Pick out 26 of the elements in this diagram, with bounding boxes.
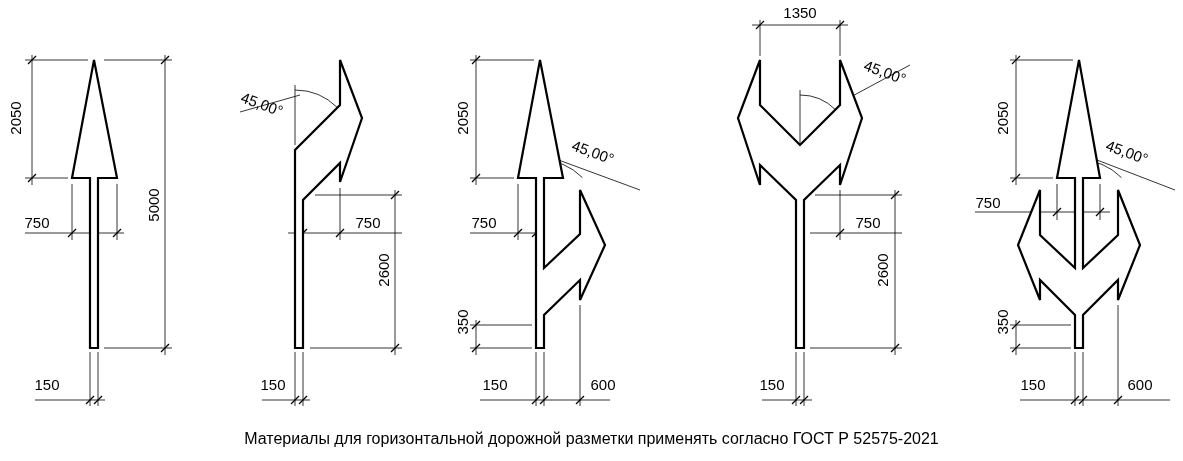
dimension-value: 2600 xyxy=(874,253,890,287)
dimension-value: 5000 xyxy=(145,188,161,222)
dimension-value: 750 xyxy=(471,214,497,230)
dimension-value: 750 xyxy=(855,214,881,230)
dimension-value: 350 xyxy=(994,309,1010,335)
dimension-value: 45,00° xyxy=(861,57,909,87)
dimension-value: 600 xyxy=(590,376,616,392)
dimension-value: 600 xyxy=(1127,376,1153,392)
dimension-value: 2600 xyxy=(375,253,391,287)
dimension-value: 45,00° xyxy=(1103,137,1151,167)
dimension-value: 2050 xyxy=(454,101,470,135)
dimension-value: 150 xyxy=(759,376,785,392)
dimension-value: 45,00° xyxy=(238,89,286,119)
dimension-value: 350 xyxy=(454,309,470,335)
dimension-value: 45,00° xyxy=(569,137,617,167)
dimension-value: 2050 xyxy=(7,101,23,135)
caption: Материалы для горизонтальной дорожной разметки применять согласно ГОСТ Р 52575-2021 xyxy=(243,430,940,448)
dimension-value: 750 xyxy=(975,194,1001,210)
dimension-value: 150 xyxy=(482,376,508,392)
dimension-value: 150 xyxy=(34,376,60,392)
dimension-value: 150 xyxy=(260,376,286,392)
dimension-value: 1350 xyxy=(783,4,817,20)
dimension-value: 750 xyxy=(24,214,50,230)
dimension-value: 750 xyxy=(355,214,381,230)
dimension-value: 150 xyxy=(1020,376,1046,392)
dimension-value: 2050 xyxy=(994,101,1010,135)
